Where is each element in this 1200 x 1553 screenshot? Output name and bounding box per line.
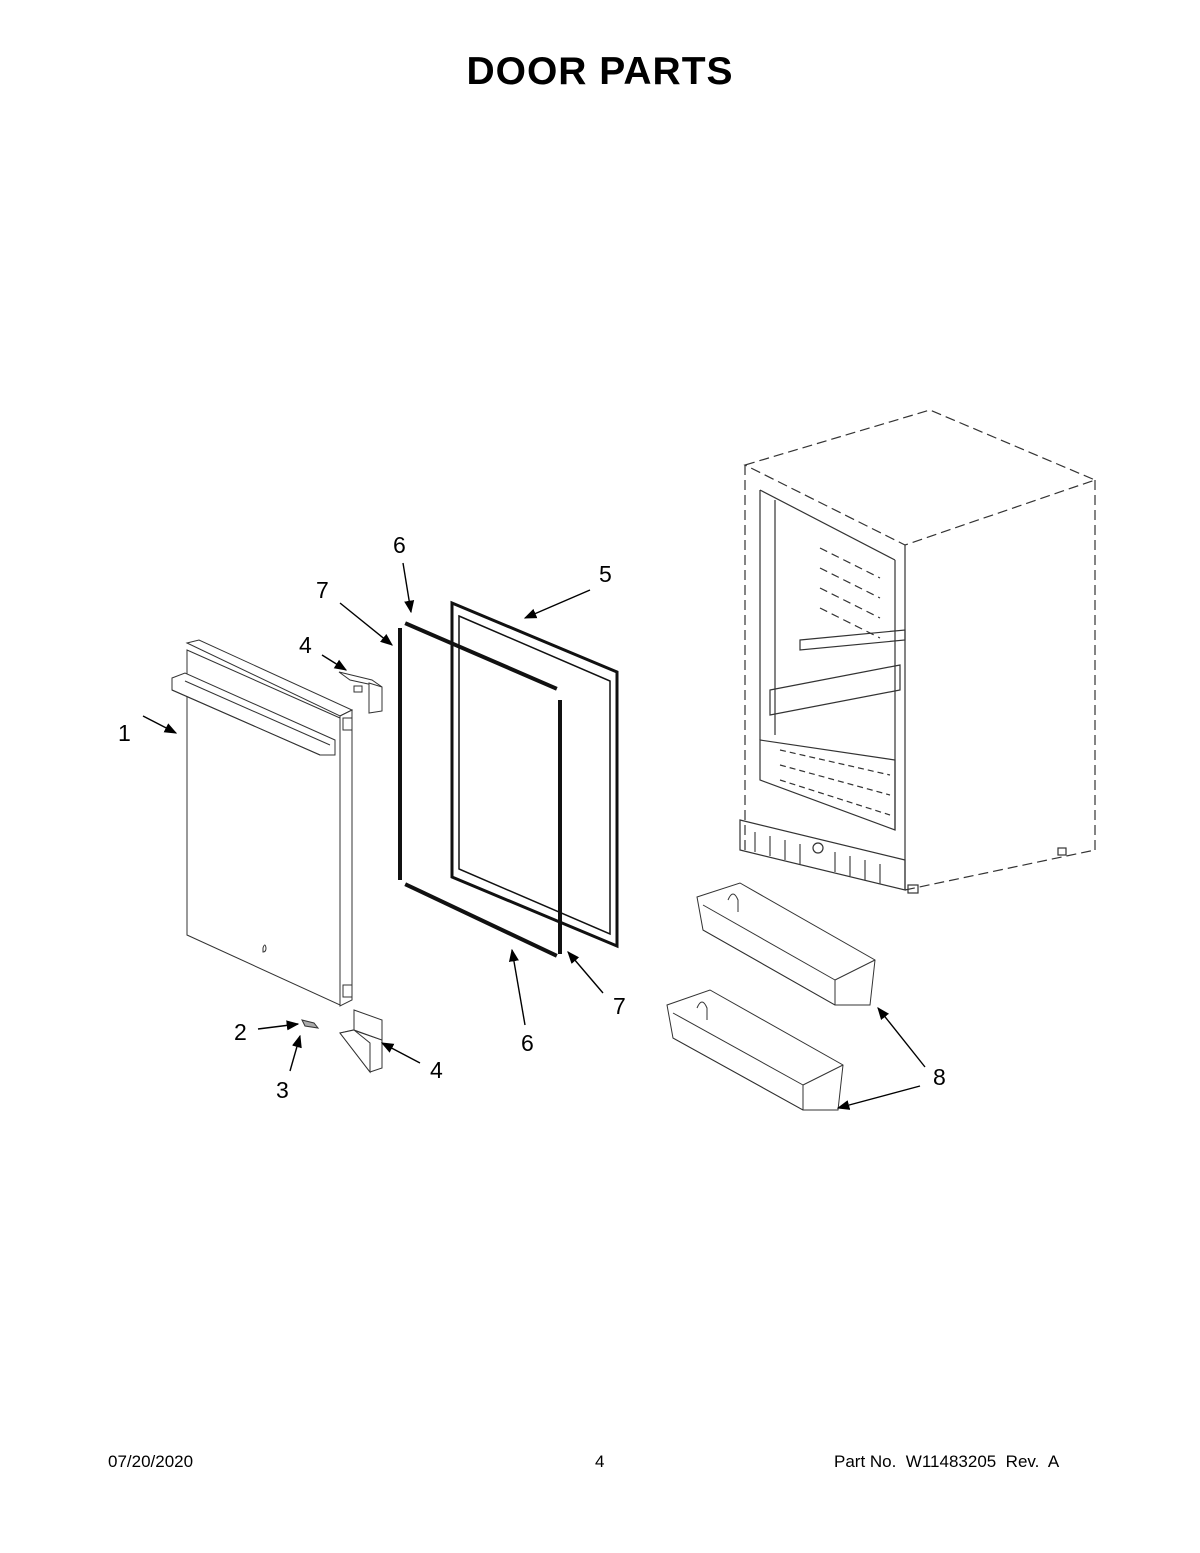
callout-8: 8: [933, 1064, 946, 1090]
callout-7-top: 7: [316, 577, 329, 603]
gasket-strips: [398, 621, 562, 958]
cabinet: [739, 409, 1097, 894]
hinge-cover-bottom: [339, 1009, 383, 1074]
hinge-pin: [301, 1019, 320, 1029]
callout-5: 5: [599, 561, 612, 587]
door-bin-lower: [666, 989, 844, 1111]
door-bin-upper: [696, 882, 876, 1006]
footer-page-number: 4: [595, 1452, 605, 1471]
footer-date: 07/20/2020: [108, 1452, 194, 1471]
callout-3: 3: [276, 1077, 289, 1103]
page-title: DOOR PARTS: [466, 50, 734, 93]
callout-2: 2: [234, 1019, 247, 1045]
callout-1: 1: [118, 720, 131, 746]
leader-arrows: [142, 562, 926, 1110]
hinge-cover-top: [338, 671, 383, 714]
callout-7-bottom: 7: [613, 993, 626, 1019]
callout-6-bottom: 6: [521, 1030, 534, 1056]
callout-4-bottom: 4: [430, 1057, 443, 1083]
door-frame: [450, 600, 619, 949]
callout-4-top: 4: [299, 632, 312, 658]
callout-6-top: 6: [393, 532, 406, 558]
footer-part-number: Part No. W11483205 Rev. A: [834, 1452, 1060, 1471]
door-panel: [171, 639, 354, 1007]
